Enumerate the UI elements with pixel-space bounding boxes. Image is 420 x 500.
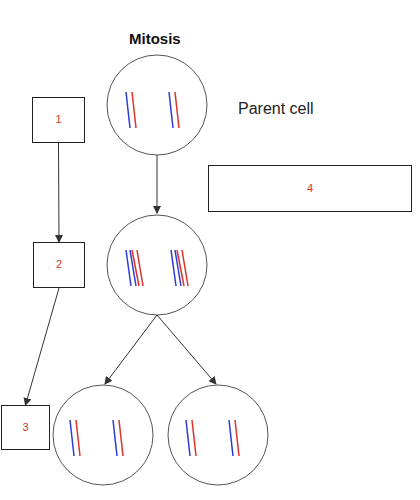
chromosomes	[70, 420, 239, 456]
cell-outline	[53, 385, 153, 485]
cell-outline	[107, 215, 207, 315]
division-arrow	[105, 315, 157, 384]
cell-label: Parent cell	[238, 100, 314, 118]
callout-number: 4	[307, 182, 313, 195]
division-arrow	[157, 155, 158, 213]
callout-box: 3	[1, 405, 50, 450]
connector-arrow	[58, 143, 60, 242]
diagram-title: Mitosis	[129, 30, 181, 47]
callout-box: 1	[32, 97, 85, 143]
cell-outline	[107, 55, 207, 155]
callout-number: 3	[22, 421, 28, 434]
callout-number: 1	[55, 113, 61, 126]
chromosomes	[126, 92, 179, 128]
callout-box: 4	[208, 165, 412, 212]
callout-box: 2	[33, 242, 85, 288]
chromosomes	[126, 250, 188, 286]
division-arrow	[157, 315, 216, 384]
connector-arrow	[26, 288, 60, 405]
callout-number: 2	[56, 258, 62, 271]
cell-outline	[168, 385, 268, 485]
